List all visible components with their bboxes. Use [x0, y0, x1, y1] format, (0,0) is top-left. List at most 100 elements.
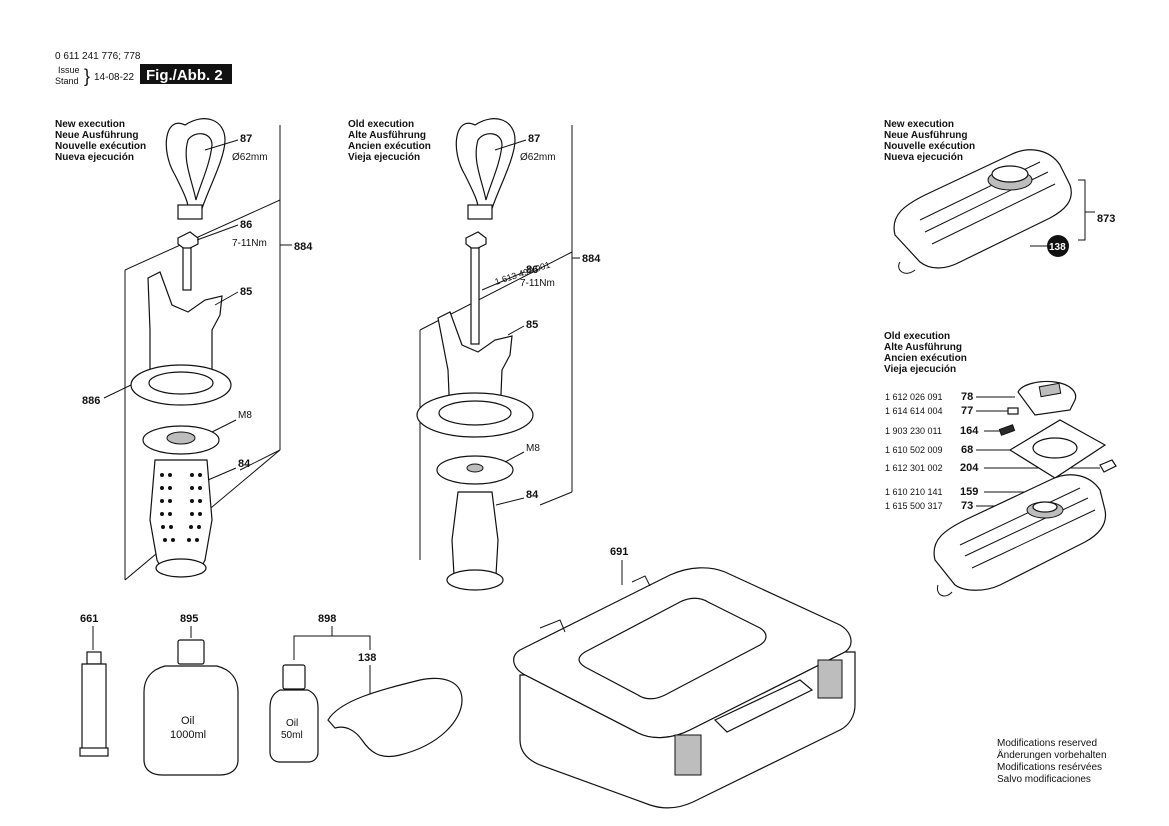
svg-text:Old execution: Old execution	[348, 119, 414, 130]
oil-big-label-2: 1000ml	[170, 729, 206, 741]
bottle-895: 895 Oil 1000ml	[143, 613, 239, 776]
oil-small-label-2: 50ml	[281, 730, 303, 741]
oil-small-label-1: Oil	[286, 718, 298, 729]
tube-cap	[86, 651, 102, 665]
knob-78	[1017, 380, 1077, 416]
washer-mid-hub	[466, 463, 484, 473]
old-part-row: 1 612 026 091 78	[885, 391, 1015, 403]
issue-label: Issue	[58, 65, 80, 75]
left-handle-assembly: 87 Ø62mm 86 7-11Nm 884 85 886 M8	[82, 118, 313, 581]
label-895: 895	[180, 613, 198, 625]
old-part-row: 1 610 502 009 68	[885, 444, 1012, 456]
svg-text:73: 73	[961, 500, 973, 512]
case-base	[519, 651, 856, 809]
case-latch-left	[674, 734, 702, 776]
heading-new-right: New execution Neue Ausführung Nouvelle e…	[884, 119, 975, 163]
oil-big-label-1: Oil	[181, 715, 194, 727]
svg-text:1 612 301 002: 1 612 301 002	[885, 463, 943, 473]
svg-text:Nouvelle exécution: Nouvelle exécution	[55, 141, 146, 152]
svg-text:Modifications reserved: Modifications reserved	[997, 738, 1097, 749]
screw-shaft-86	[182, 247, 192, 291]
svg-text:New execution: New execution	[884, 119, 954, 130]
cover-73	[933, 474, 1107, 591]
svg-text:1 903 230 011: 1 903 230 011	[885, 426, 942, 436]
screw-shaft-mid	[470, 247, 480, 345]
grip-end-mid	[446, 569, 504, 591]
svg-text:Alte Ausführung: Alte Ausführung	[884, 342, 962, 353]
label-m8-mid: M8	[526, 443, 540, 454]
guard-disc-mid-inner	[438, 400, 512, 426]
old-parts-list: 1 612 026 091 78 1 614 614 004 77 1 903 …	[885, 391, 1100, 512]
svg-text:Neue Ausführung: Neue Ausführung	[55, 130, 139, 141]
small-bottle-cap	[282, 664, 306, 690]
cover-old-assembly	[933, 380, 1117, 597]
strap-87-mid	[455, 118, 516, 216]
svg-text:Nueva ejecución: Nueva ejecución	[884, 152, 963, 163]
label-87: 87	[240, 133, 252, 145]
screw-head-mid	[465, 231, 487, 251]
cloth-138	[327, 677, 463, 758]
label-873: 873	[1097, 213, 1115, 225]
svg-text:164: 164	[960, 425, 979, 437]
issue-date: 14-08-22	[94, 72, 134, 83]
screw-head-86	[177, 231, 199, 251]
svg-text:Vieja ejecución: Vieja ejecución	[884, 364, 956, 375]
cover-new-assembly: 873 138	[893, 149, 1115, 274]
svg-text:Alte Ausführung: Alte Ausführung	[348, 130, 426, 141]
old-part-row: 1 610 210 141 159	[885, 486, 1030, 498]
guard-disc-inner	[148, 371, 214, 395]
heading-old-right: Old execution Alte Ausführung Ancien exé…	[884, 331, 967, 375]
svg-text:1 612 026 091: 1 612 026 091	[885, 392, 943, 402]
svg-text:Nueva ejecución: Nueva ejecución	[55, 152, 134, 163]
svg-text:Neue Ausführung: Neue Ausführung	[884, 130, 968, 141]
fig-label-box	[140, 64, 232, 84]
case-691: 691	[513, 546, 856, 809]
svg-text:Nouvelle exécution: Nouvelle exécution	[884, 141, 975, 152]
label-torque-left: 7-11Nm	[232, 238, 267, 249]
grip-84	[149, 459, 213, 571]
heading-old-mid: Old execution Alte Ausführung Ancien exé…	[348, 119, 431, 163]
svg-text:Ancien exécution: Ancien exécution	[884, 353, 967, 364]
label-d62: Ø62mm	[232, 152, 268, 163]
label-886: 886	[82, 395, 100, 407]
label-85: 85	[240, 286, 252, 298]
label-84-mid: 84	[526, 489, 539, 501]
clip-204	[1099, 459, 1117, 473]
old-part-row: 1 614 614 004 77	[885, 405, 1008, 417]
label-86: 86	[240, 219, 252, 231]
strap-clamp	[177, 204, 203, 220]
svg-text:New execution: New execution	[55, 119, 125, 130]
small-bottle-body	[269, 689, 319, 763]
label-898: 898	[318, 613, 336, 625]
label-torque-mid: 7-11Nm	[520, 278, 555, 289]
label-884-left: 884	[294, 241, 313, 253]
old-part-row: 1 903 230 011 164	[885, 425, 1000, 437]
mid-handle-assembly: 884 87 Ø62mm 1 613 490 001 86 7-11Nm 85 …	[416, 118, 601, 591]
tube-body	[81, 663, 107, 751]
heading-new-left: New execution Neue Ausführung Nouvelle e…	[55, 119, 146, 163]
fig-label: Fig./Abb. 2	[146, 67, 223, 84]
svg-text:77: 77	[961, 405, 973, 417]
badge-138-text: 138	[1049, 242, 1066, 253]
grip-end	[155, 558, 207, 578]
case-handle	[713, 679, 814, 733]
bracket-873	[1078, 179, 1086, 241]
svg-text:Modifications resérvées: Modifications resérvées	[997, 762, 1102, 773]
footer-notes: Modifications reserved Änderungen vorbeh…	[997, 738, 1107, 785]
label-691: 691	[610, 546, 628, 558]
part-77	[1007, 407, 1019, 415]
grip-84-mid	[451, 491, 499, 576]
case-latch-right	[817, 659, 843, 699]
svg-text:Vieja ejecución: Vieja ejecución	[348, 152, 420, 163]
svg-text:Salvo modificaciones: Salvo modificaciones	[997, 774, 1091, 785]
svg-text:1 615 500 317: 1 615 500 317	[885, 501, 943, 511]
svg-text:159: 159	[960, 486, 978, 498]
label-87-mid: 87	[528, 133, 540, 145]
bottle-cap	[177, 639, 205, 665]
case-lid-panel	[578, 597, 767, 700]
cover-lip	[898, 261, 916, 274]
strap-clamp-mid	[467, 204, 493, 220]
stand-label: Stand	[55, 76, 79, 86]
svg-text:68: 68	[961, 444, 973, 456]
